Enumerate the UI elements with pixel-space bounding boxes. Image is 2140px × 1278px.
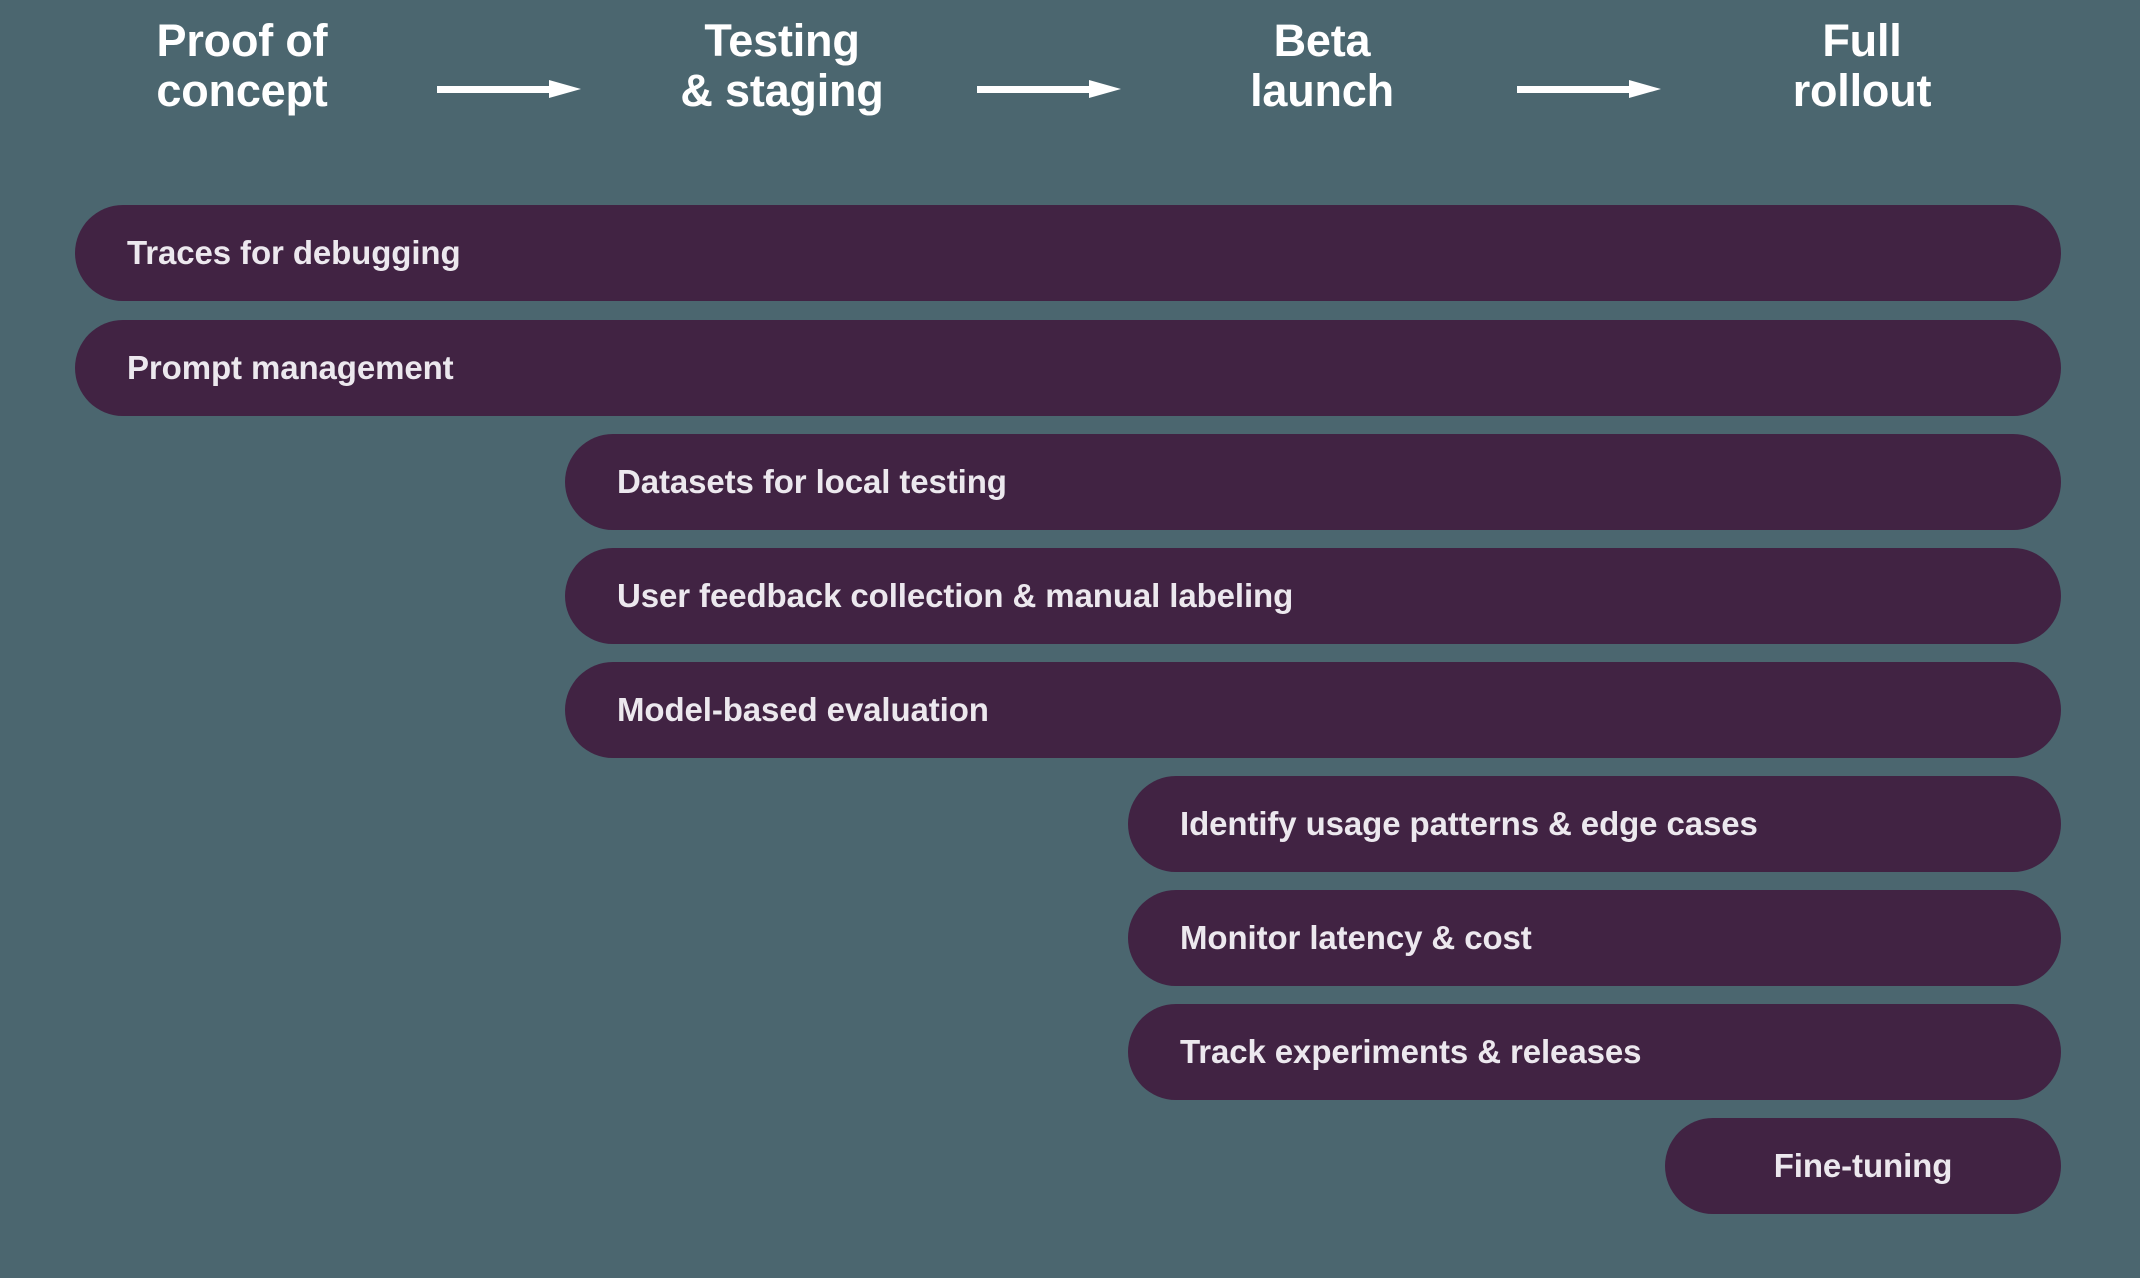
capability-bar[interactable]: Traces for debugging bbox=[75, 205, 2061, 301]
capability-bar-label: Fine-tuning bbox=[1773, 1147, 1953, 1184]
arrow-shaft bbox=[977, 86, 1095, 93]
phase-label-3: Beta launch bbox=[1250, 15, 1394, 117]
capability-bar-label: Model-based evaluation bbox=[617, 691, 989, 728]
arrow-shaft bbox=[1517, 86, 1635, 93]
capability-bar-label: Track experiments & releases bbox=[1180, 1033, 1642, 1070]
capability-bar[interactable]: Identify usage patterns & edge cases bbox=[1128, 776, 2061, 872]
capability-bar[interactable]: User feedback collection & manual labeli… bbox=[565, 548, 2061, 644]
phase-label-2: Testing & staging bbox=[680, 15, 884, 117]
capability-bar[interactable]: Datasets for local testing bbox=[565, 434, 2061, 530]
capability-bar-label: Traces for debugging bbox=[127, 234, 461, 271]
capability-bar[interactable]: Monitor latency & cost bbox=[1128, 890, 2061, 986]
phase-label-1: Proof of concept bbox=[156, 15, 328, 117]
arrow-shaft bbox=[437, 86, 555, 93]
capability-bar-label: Prompt management bbox=[127, 349, 454, 386]
capability-bar[interactable]: Track experiments & releases bbox=[1128, 1004, 2061, 1100]
arrow-right-icon bbox=[977, 80, 1127, 98]
arrow-head bbox=[1089, 80, 1121, 98]
capability-bar[interactable]: Fine-tuning bbox=[1665, 1118, 2061, 1214]
phase-label-4: Full rollout bbox=[1792, 15, 1932, 117]
arrow-right-icon bbox=[437, 80, 587, 98]
capability-bar-label: User feedback collection & manual labeli… bbox=[617, 577, 1294, 614]
capability-bar[interactable]: Prompt management bbox=[75, 320, 2061, 416]
capability-bar-label: Datasets for local testing bbox=[617, 463, 1007, 500]
capability-bar-label: Monitor latency & cost bbox=[1180, 919, 1532, 956]
arrow-head bbox=[549, 80, 581, 98]
phase-header-row: Proof of concept Testing & staging Beta la… bbox=[0, 0, 2140, 180]
capability-bar[interactable]: Model-based evaluation bbox=[565, 662, 2061, 758]
capability-bar-label: Identify usage patterns & edge cases bbox=[1180, 805, 1758, 842]
arrow-right-icon bbox=[1517, 80, 1667, 98]
arrow-head bbox=[1629, 80, 1661, 98]
